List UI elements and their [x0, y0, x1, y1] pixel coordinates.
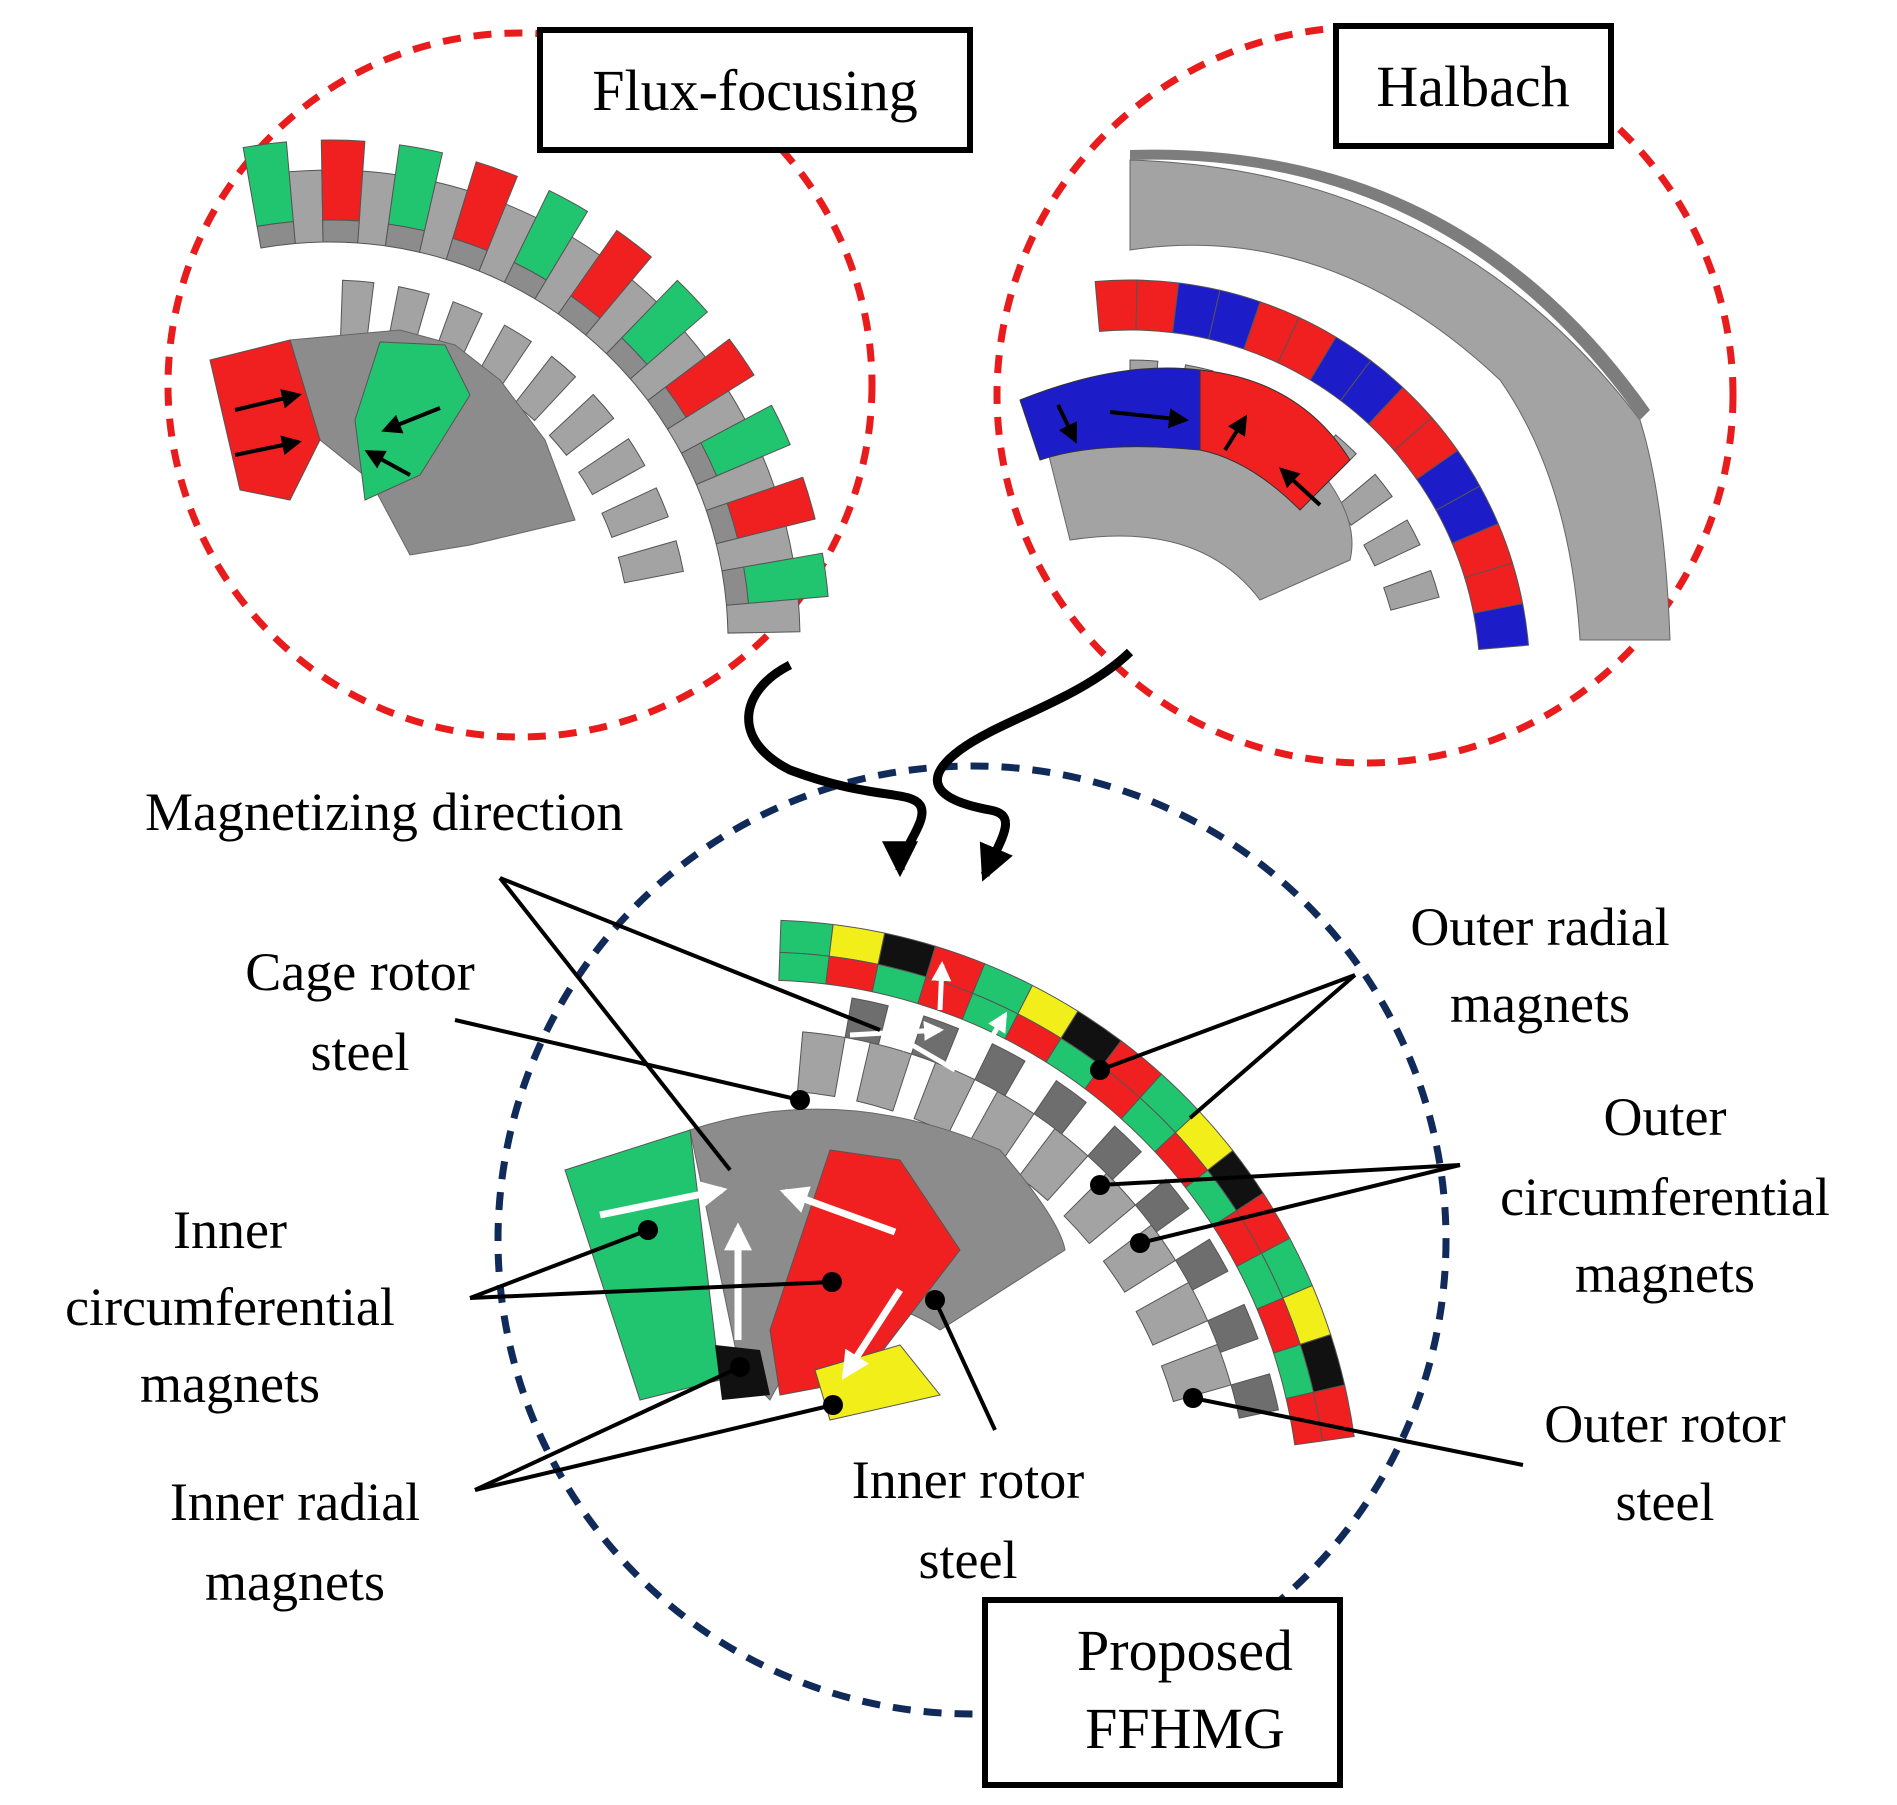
label-outer-radial-2: magnets [1450, 974, 1630, 1034]
ff-outer-magnet [242, 141, 294, 227]
label-outer-circ-2: circumferential [1500, 1167, 1830, 1227]
label-outer-rotor-steel-2: steel [1616, 1472, 1715, 1532]
ff-cage-piece [548, 393, 615, 457]
ffhmg-outer-steel [1134, 1178, 1190, 1233]
ffhmg-outer-circ-magnet [778, 951, 830, 985]
ffhmg-cage-piece [856, 1041, 913, 1112]
proposed-circle [494, 762, 1450, 1718]
ffhmg-outer-steel [1174, 1238, 1229, 1291]
ffhmg-rotor-sketch [564, 919, 1355, 1446]
label-inner-rotor-steel-2: steel [919, 1530, 1018, 1590]
ffhmg-outer-steel [1206, 1303, 1259, 1354]
leader-lines [454, 876, 1524, 1492]
ff-cage-piece [617, 540, 684, 584]
ffhmg-outer-steel [844, 997, 889, 1046]
ff-outer-magnet [320, 139, 366, 222]
ff-outer-pole [288, 169, 324, 245]
ff-outer-steel [256, 221, 296, 249]
flux-focusing-box [537, 27, 973, 153]
ff-cage-piece [601, 487, 669, 539]
connector-from-flux-focusing [744, 660, 927, 878]
halbach-outer-steel [1129, 159, 1671, 641]
ff-outer-steel [721, 566, 749, 606]
label-inner-rotor-steel-1: Inner rotor [852, 1450, 1084, 1510]
ff-cage-piece [578, 437, 646, 496]
label-inner-circ-3: magnets [140, 1354, 320, 1414]
halbach-rotor-sketch [1019, 149, 1671, 651]
ff-inner-red-magnet [209, 339, 321, 501]
proposed-title-line2: FFHMG [1085, 1696, 1285, 1761]
label-outer-circ-3: magnets [1575, 1244, 1755, 1304]
ffhmg-inner-green-magnet [564, 1129, 721, 1401]
label-inner-circ-1: Inner [173, 1200, 287, 1260]
ff-outer-pole [725, 598, 801, 634]
label-outer-rotor-steel-1: Outer rotor [1544, 1394, 1785, 1454]
label-inner-radial-1: Inner radial [170, 1472, 420, 1532]
label-cage-rotor-steel-2: steel [311, 1022, 410, 1082]
ffhmg-outer-steel [1033, 1079, 1088, 1135]
flux-focusing-title: Flux-focusing [592, 58, 917, 123]
halbach-outer-magnet [1472, 603, 1530, 651]
ffhmg-outer-steel [1087, 1125, 1142, 1181]
label-magnetizing-direction: Magnetizing direction [145, 782, 623, 842]
label-inner-radial-2: magnets [205, 1552, 385, 1612]
ffhmg-outer-circ-magnet [1285, 1391, 1324, 1446]
ffhmg-outer-steel [974, 1042, 1026, 1097]
label-outer-radial-1: Outer radial [1410, 897, 1669, 957]
connector-from-halbach [933, 648, 1134, 882]
halbach-outer-magnet [1094, 279, 1138, 332]
ffhmg-cage-piece [1135, 1281, 1209, 1346]
leader-dots [638, 1060, 1203, 1415]
halbach-title: Halbach [1376, 54, 1569, 119]
halbach-outer-magnet [1135, 279, 1180, 334]
label-outer-circ-1: Outer [1604, 1087, 1727, 1147]
flux-focusing-circle [164, 29, 876, 741]
halbach-box [1333, 23, 1614, 149]
halbach-cage-piece [1383, 569, 1440, 611]
ffhmg-cage-piece [796, 1031, 846, 1098]
halbach-inner-red [1199, 369, 1351, 511]
flux-focusing-rotor-sketch [209, 139, 829, 634]
label-inner-circ-2: circumferential [65, 1277, 395, 1337]
label-cage-rotor-steel-1: Cage rotor [245, 942, 474, 1002]
ffhmg-outer-radial-magnet [779, 919, 834, 957]
ff-outer-steel [322, 219, 360, 244]
proposed-title-line1: Proposed [1077, 1618, 1293, 1683]
ffhmg-cage-piece [1160, 1343, 1232, 1403]
halbach-circle [993, 23, 1737, 767]
proposed-box [982, 1597, 1343, 1788]
halbach-cage-piece [1363, 519, 1421, 567]
